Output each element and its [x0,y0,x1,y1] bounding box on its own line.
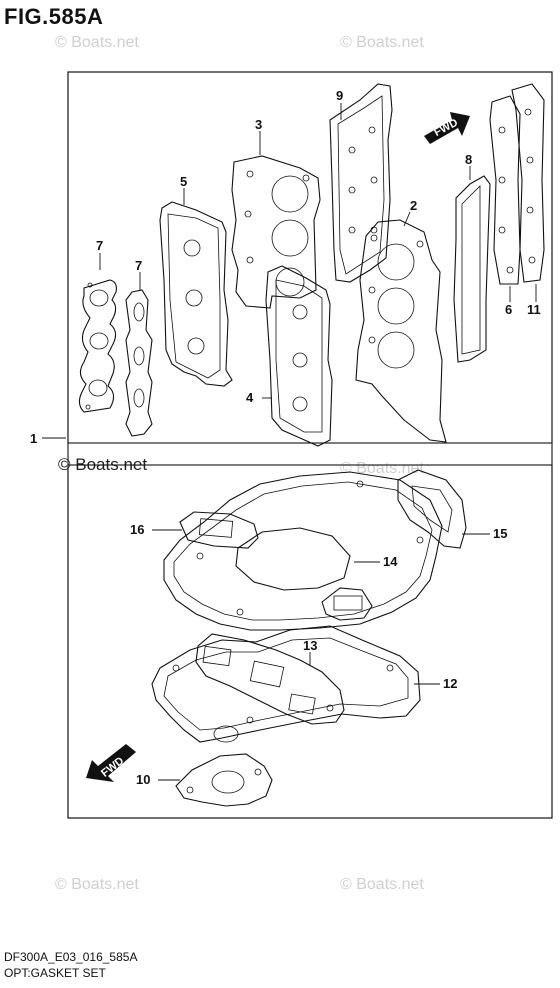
callout-7b: 7 [135,258,142,273]
gasket-part-12 [151,625,421,743]
gasket-part-4 [265,265,333,447]
callout-11: 11 [527,302,541,317]
gasket-part-7a [78,279,117,413]
gasket-part-7b [125,289,153,437]
callout-13: 13 [303,638,317,653]
gasket-part-15 [397,469,467,549]
callout-2: 2 [410,198,417,213]
watermark: © Boats.net [340,460,424,477]
callout-3: 3 [255,117,262,132]
gasket-part-16 [179,511,259,549]
callout-9: 9 [336,88,343,103]
callout-8: 8 [465,152,472,167]
callout-6: 6 [505,302,512,317]
callout-10: 10 [136,772,150,787]
gasket-part-14 [163,471,443,631]
fwd-label-upper: FWD [432,117,460,139]
gasket-part-13 [195,633,345,725]
gasket-part-11 [511,83,545,283]
lower-panel [67,464,553,819]
diagram-code: DF300A_E03_016_585A [4,950,138,964]
callout-5: 5 [180,174,187,189]
figure-title: FIG.585A [4,4,104,29]
gasket-part-10 [175,753,273,807]
fwd-arrow-lower: FWD [86,744,136,782]
callout-16: 16 [130,522,144,537]
callout-7a: 7 [96,238,103,253]
callout-4: 4 [246,390,254,405]
gasket-part-6 [489,95,521,285]
watermark: © Boats.net [340,34,424,51]
gasket-part-8 [453,175,491,363]
callout-12: 12 [443,676,457,691]
watermark: © Boats.net [55,876,139,893]
diagram-caption: OPT:GASKET SET [4,966,106,980]
callout-14: 14 [383,554,398,569]
fwd-arrow-upper: FWD [424,112,470,144]
gasket-part-2 [355,219,447,443]
callout-1: 1 [30,431,37,446]
leader-line [403,211,411,227]
watermark: © Boats.net [55,34,139,51]
outer-frame [67,71,553,819]
gasket-part-9 [329,83,393,283]
callout-15: 15 [493,526,507,541]
gasket-part-5 [159,201,233,387]
watermark: © Boats.net [340,876,424,893]
